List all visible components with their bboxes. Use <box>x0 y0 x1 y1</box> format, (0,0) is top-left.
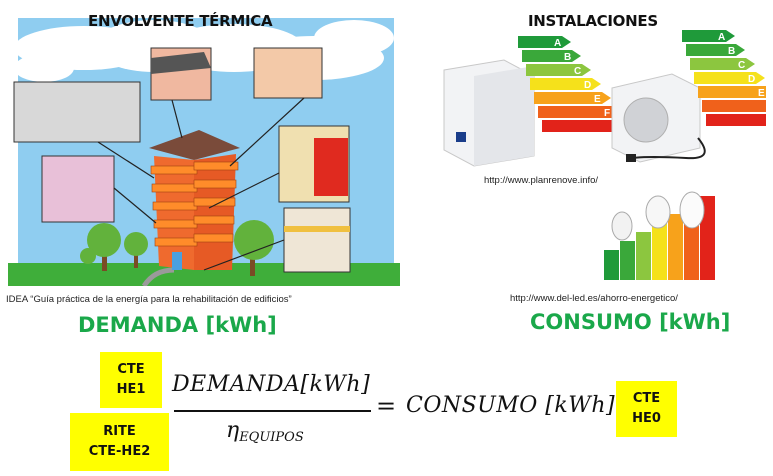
energy-class-letter: D <box>584 80 591 91</box>
energy-class-letter: F <box>604 108 610 119</box>
energy-class-letter: B <box>728 46 735 57</box>
del-led-credit: http://www.del-led.es/ahorro-energetico/ <box>510 293 678 304</box>
formula-denominator: ηEQUIPOS <box>226 418 304 445</box>
energy-class-letter: C <box>738 60 745 71</box>
energy-label-right: ABCDEFG <box>682 30 766 126</box>
tag-rite-cte-he2: RITE CTE-HE2 <box>70 413 169 471</box>
equals-sign: = <box>376 392 397 420</box>
efficiency-bar <box>620 241 635 280</box>
energy-class-letter: A <box>554 38 561 49</box>
fraction-bar <box>174 410 371 412</box>
energy-class-letter: C <box>574 66 581 77</box>
building <box>149 130 240 270</box>
efficiency-bar <box>668 214 683 280</box>
planrenove-credit: http://www.planrenove.info/ <box>484 175 599 186</box>
bulbs <box>611 191 705 241</box>
tag-line: HE0 <box>632 411 661 426</box>
energy-class-g <box>542 120 631 132</box>
envelope-title: ENVOLVENTE TÉRMICA <box>88 12 273 30</box>
energy-class-letter: D <box>748 74 755 85</box>
tag-cte-he0: CTE HE0 <box>616 381 677 437</box>
brick-wall <box>314 138 348 196</box>
efficiency-bar <box>636 232 651 280</box>
idea-credit: IDEA “Guía práctica de la energía para l… <box>6 294 292 305</box>
tag-line: RITE <box>103 424 136 439</box>
energy-class-a <box>518 36 571 48</box>
leader-lines <box>97 97 305 271</box>
efficiency-bar <box>604 250 619 280</box>
demanda-label: DEMANDA [kWh] <box>78 313 277 337</box>
eta-symbol: η <box>226 418 240 443</box>
energy-class-c <box>526 64 591 76</box>
energy-class-a <box>682 30 735 42</box>
energy-class-b <box>522 50 581 62</box>
energy-class-f <box>538 106 621 118</box>
tag-cte-he1: CTE HE1 <box>100 352 162 408</box>
installations-title: INSTALACIONES <box>528 12 658 30</box>
efficiency-bar <box>652 223 667 280</box>
energy-class-d <box>694 72 765 84</box>
energy-class-letter: A <box>718 32 725 43</box>
energy-class-c <box>690 58 755 70</box>
eta-subscript: EQUIPOS <box>239 430 304 445</box>
tag-line: HE1 <box>116 382 146 397</box>
energy-class-letter: E <box>594 94 601 105</box>
floor-insulation <box>284 226 350 232</box>
energy-class-letter: B <box>564 52 571 63</box>
heat-pump <box>611 73 706 163</box>
energy-class-d <box>530 78 601 90</box>
tag-line: CTE <box>632 391 661 406</box>
bulbs-illustration <box>604 191 715 280</box>
energy-class-f <box>702 100 766 112</box>
formula-numerator: DEMANDA[kWh] <box>172 372 371 397</box>
trees <box>80 220 274 276</box>
consumo-label: CONSUMO [kWh] <box>530 310 731 334</box>
roof-tiles <box>151 52 211 74</box>
energy-class-b <box>686 44 745 56</box>
tag-line: CTE-HE2 <box>88 444 151 459</box>
energy-label-left: ABCDEFG <box>518 36 631 133</box>
installations-illustration: ABCDEFG ABCDEFG <box>443 30 766 167</box>
path <box>141 267 175 286</box>
tag-line: CTE <box>117 362 145 377</box>
energy-class-e <box>534 92 611 104</box>
water-heater <box>443 59 535 167</box>
energy-class-g <box>706 114 766 126</box>
formula-rhs: CONSUMO [kWh] <box>406 393 616 418</box>
efficiency-bar <box>700 196 715 280</box>
envelope-illustration <box>8 18 400 286</box>
energy-class-letter: E <box>758 88 765 99</box>
energy-class-e <box>698 86 766 98</box>
